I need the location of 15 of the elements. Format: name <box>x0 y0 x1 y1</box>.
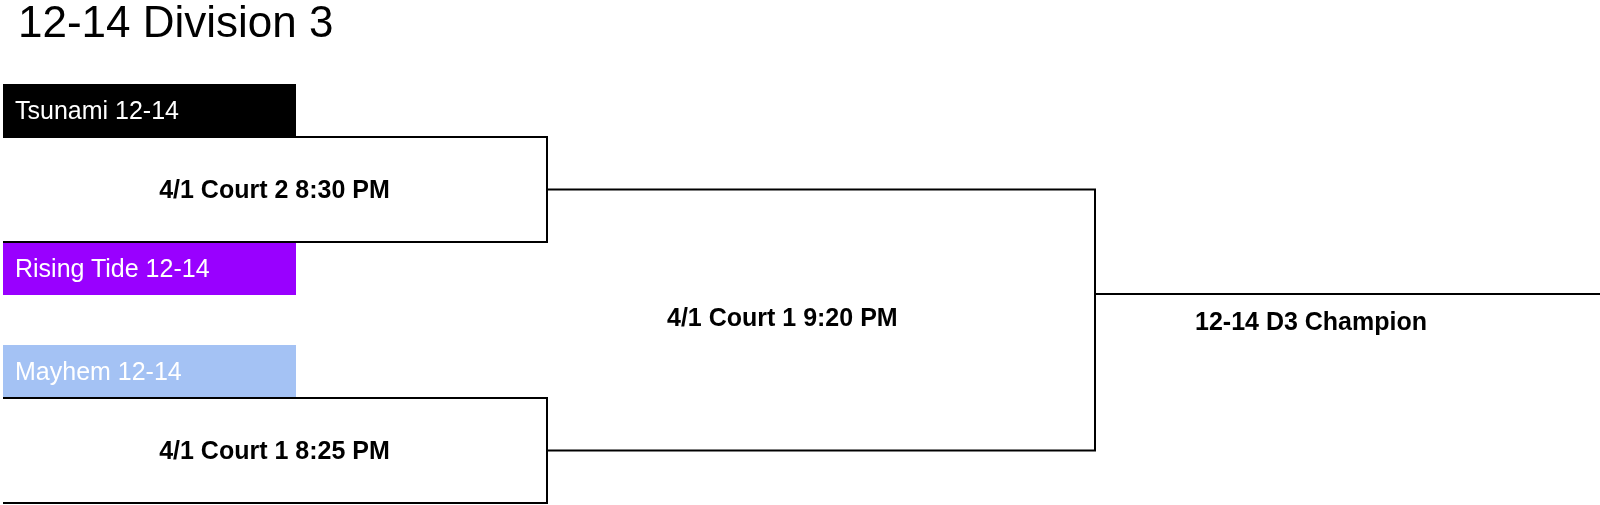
match-time: 4/1 Court 2 8:30 PM <box>159 175 390 204</box>
champion-label: 12-14 D3 Champion <box>1195 307 1427 336</box>
team-bar <box>3 84 296 136</box>
team-name: Rising Tide 12-14 <box>15 254 210 283</box>
team-bar <box>3 345 296 397</box>
title: 12-14 Division 3 <box>18 0 334 44</box>
match-bracket <box>3 136 548 243</box>
bracket-line <box>547 293 1096 452</box>
bracket-line <box>547 188 1096 295</box>
team-name: Tsunami 12-14 <box>15 95 179 125</box>
team-bar <box>3 242 296 295</box>
match-time: 4/1 Court 1 8:25 PM <box>159 436 390 465</box>
team-name: Mayhem 12-14 <box>15 356 182 386</box>
match-time: 4/1 Court 1 9:20 PM <box>667 303 898 332</box>
match-bracket <box>3 397 548 504</box>
